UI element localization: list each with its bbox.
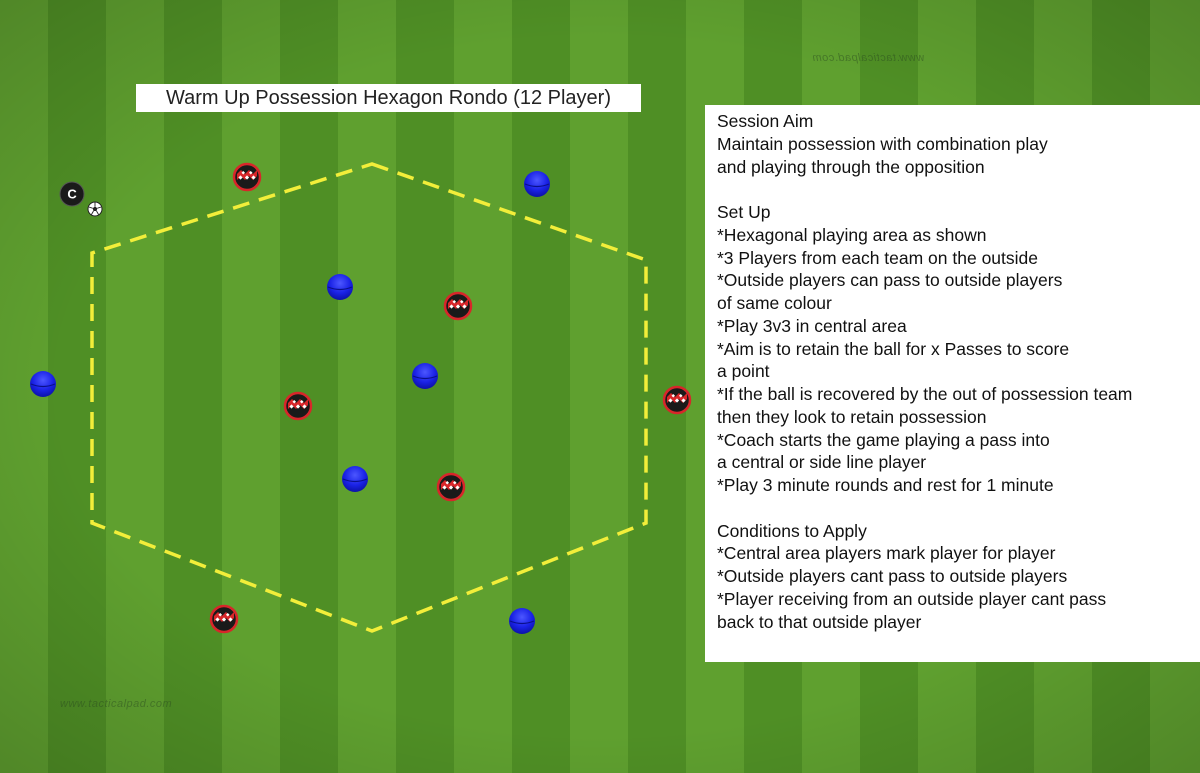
notes-section-conditions: Conditions to Apply*Central area players…: [717, 520, 1200, 634]
red-player-icon[interactable]: [283, 391, 313, 421]
section-line: *Coach starts the game playing a pass in…: [717, 429, 1050, 450]
soccer-ball-icon[interactable]: [87, 201, 103, 217]
watermark: www.tacticalpad.com: [60, 698, 173, 710]
section-line: a point: [717, 361, 770, 382]
blue-player-icon[interactable]: [509, 608, 535, 634]
blue-player-icon[interactable]: [412, 363, 438, 389]
section-heading: Session Aim: [717, 111, 814, 131]
section-line: and playing through the opposition: [717, 156, 985, 177]
section-heading: Set Up: [717, 202, 771, 222]
section-heading: Conditions to Apply: [717, 520, 867, 541]
section-line: *Play 3v3 in central area: [717, 315, 907, 336]
diagram-title: Warm Up Possession Hexagon Rondo (12 Pla…: [136, 84, 641, 112]
section-line: *If the ball is recovered by the out of …: [717, 384, 1133, 404]
blue-player-icon[interactable]: [342, 466, 368, 492]
coach-label: C: [67, 187, 77, 202]
section-line: then they look to retain possession: [717, 406, 987, 427]
blue-player-icon[interactable]: [30, 371, 56, 397]
section-line: *Play 3 minute rounds and rest for 1 min…: [717, 475, 1054, 495]
blue-player-icon[interactable]: [524, 171, 550, 197]
notes-section-setup: Set Up*Hexagonal playing area as shown*3…: [717, 201, 1200, 497]
coach-marker-icon[interactable]: C: [59, 181, 85, 207]
section-line: *Outside players cant pass to outside pl…: [717, 566, 1068, 586]
hexagon-playing-area: [90, 162, 648, 633]
section-line: Maintain possession with combination pla…: [717, 133, 1048, 154]
red-player-icon[interactable]: [436, 472, 466, 502]
section-line: *Hexagonal playing area as shown: [717, 224, 987, 245]
red-player-icon[interactable]: [443, 291, 473, 321]
watermark-mirrored: www.tacticalpad.com: [812, 52, 925, 64]
section-line: *Central area players mark player for pl…: [717, 543, 1056, 564]
section-line: *3 Players from each team on the outside: [717, 247, 1039, 268]
red-player-icon[interactable]: [209, 604, 239, 634]
red-player-icon[interactable]: [232, 162, 262, 192]
section-line: *Player receiving from an outside player…: [717, 588, 1107, 609]
section-line: *Aim is to retain the ball for x Passes …: [717, 338, 1070, 359]
blue-player-icon[interactable]: [327, 274, 353, 300]
red-player-icon[interactable]: [662, 385, 692, 415]
section-line: *Outside players can pass to outside pla…: [717, 270, 1063, 291]
section-line: of same colour: [717, 293, 832, 313]
section-line: a central or side line player: [717, 452, 927, 473]
section-line: back to that outside player: [717, 611, 922, 632]
